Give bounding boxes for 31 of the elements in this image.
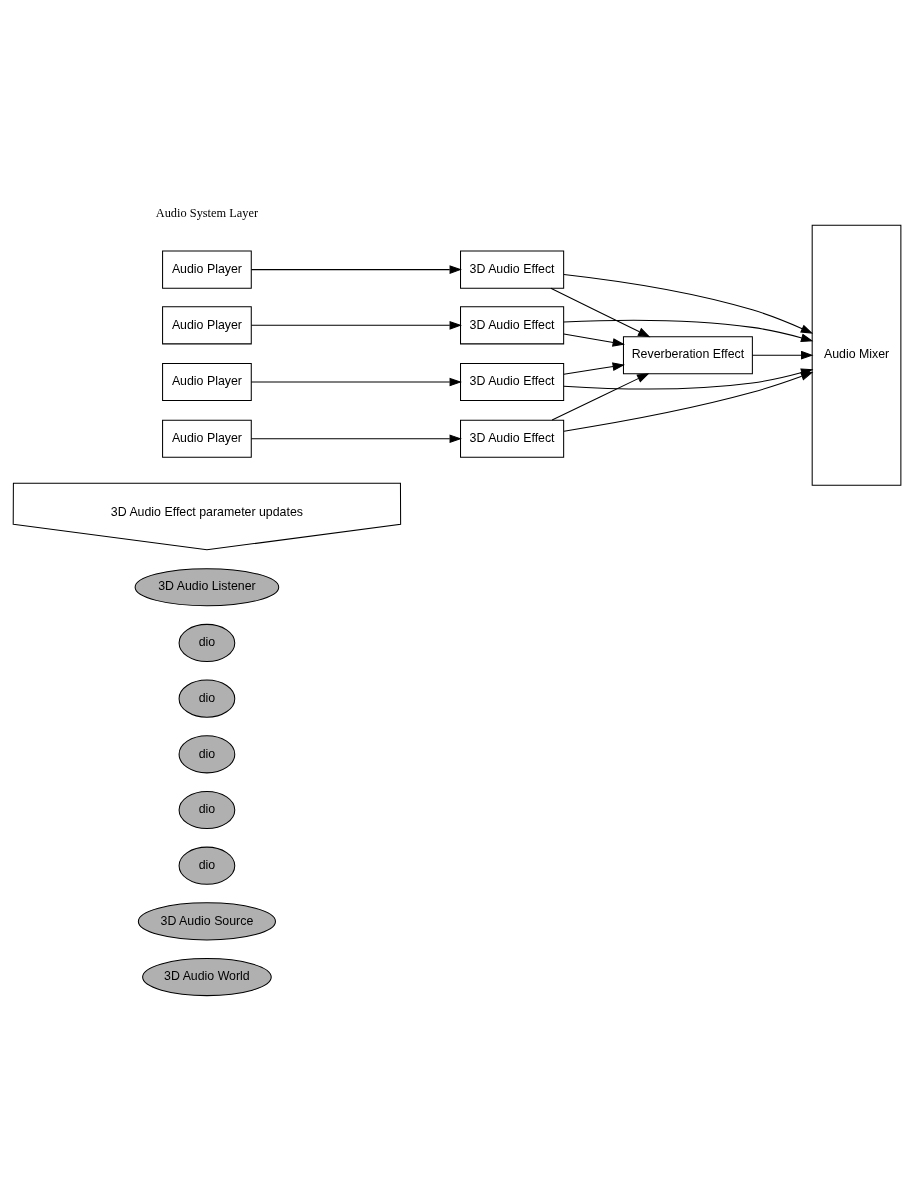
- node-box: 3D Audio Effect: [459, 362, 564, 402]
- label: Audio System Layer: [155, 206, 258, 221]
- node-box: 3D Audio Effect: [459, 306, 564, 345]
- node-ellipse: dio: [178, 790, 235, 830]
- node-ellipse: 3D Audio Source: [137, 902, 276, 941]
- arrow: [250, 265, 462, 274]
- arrow: [551, 373, 649, 421]
- arrow: [751, 350, 813, 360]
- node-ellipse: 3D Audio Listener: [134, 568, 279, 607]
- arrow: [562, 319, 813, 342]
- node-box: Audio Player: [161, 306, 252, 345]
- node-box: Audio Player: [161, 419, 252, 458]
- node-box: 3D Audio Effect: [459, 419, 564, 458]
- node-ellipse: dio: [178, 735, 235, 774]
- node-box: Audio Mixer: [811, 224, 901, 486]
- arrow: [563, 372, 813, 432]
- arrow: [250, 434, 462, 444]
- node-box: Audio Player: [161, 362, 252, 402]
- arrow: [549, 287, 650, 338]
- arrow: [562, 273, 813, 334]
- arrow: [562, 362, 625, 375]
- node-ellipse: dio: [178, 623, 235, 662]
- node-box: Reverberation Effect: [622, 336, 753, 375]
- arrow: [250, 377, 462, 387]
- arrow: [250, 320, 462, 330]
- node-box: Audio Player: [161, 250, 252, 289]
- node-ellipse: 3D Audio World: [141, 958, 272, 997]
- arrow: [562, 333, 625, 347]
- node-box: 3D Audio Effect: [459, 250, 564, 289]
- node-ellipse: dio: [178, 846, 235, 885]
- node-ellipse: dio: [178, 679, 235, 718]
